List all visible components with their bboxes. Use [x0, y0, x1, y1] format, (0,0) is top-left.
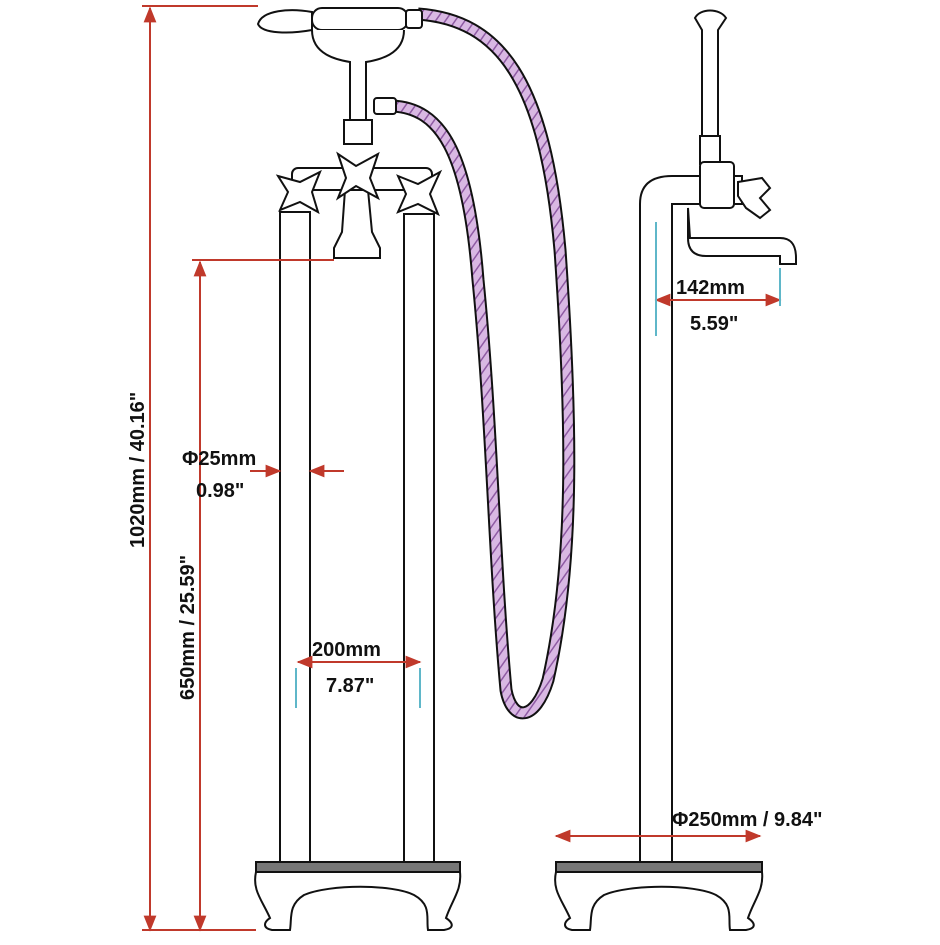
side-cross-handle	[737, 176, 772, 220]
center-cross-handle	[335, 151, 380, 201]
side-base-plate	[555, 861, 763, 873]
left-cross-handle	[275, 169, 322, 215]
base-diameter-label: Φ250mm / 9.84"	[672, 809, 822, 831]
center-column	[343, 119, 373, 145]
pipe-spacing-mm-label: 200mm	[312, 639, 381, 661]
side-hand-shower	[693, 9, 728, 137]
supply-pipes	[279, 211, 435, 865]
extension-ticks	[295, 222, 781, 708]
shower-hose	[391, 9, 574, 718]
right-cross-handle	[396, 169, 443, 217]
front-view-faucet	[254, 7, 576, 931]
total-height-label: 1020mm / 40.16"	[127, 392, 149, 548]
side-spout	[687, 207, 797, 265]
hand-shower	[256, 7, 423, 34]
spout-height-label: 650mm / 25.59"	[177, 555, 199, 700]
pipe-spacing-in-label: 7.87"	[326, 675, 374, 697]
pipe-diameter-in-label: 0.98"	[196, 480, 244, 502]
front-base-plate	[255, 861, 461, 873]
side-valve-body	[699, 161, 735, 209]
side-base-feet	[554, 871, 764, 931]
front-base-feet	[254, 871, 462, 931]
side-column	[699, 135, 721, 165]
front-spout	[333, 189, 381, 259]
dimension-lines	[142, 5, 782, 932]
side-view-faucet	[554, 9, 797, 931]
hose-connector	[373, 97, 397, 115]
spout-reach-mm-label: 142mm	[676, 277, 745, 299]
pipe-diameter-mm-label: Φ25mm	[182, 448, 256, 470]
spout-reach-in-label: 5.59"	[690, 313, 738, 335]
